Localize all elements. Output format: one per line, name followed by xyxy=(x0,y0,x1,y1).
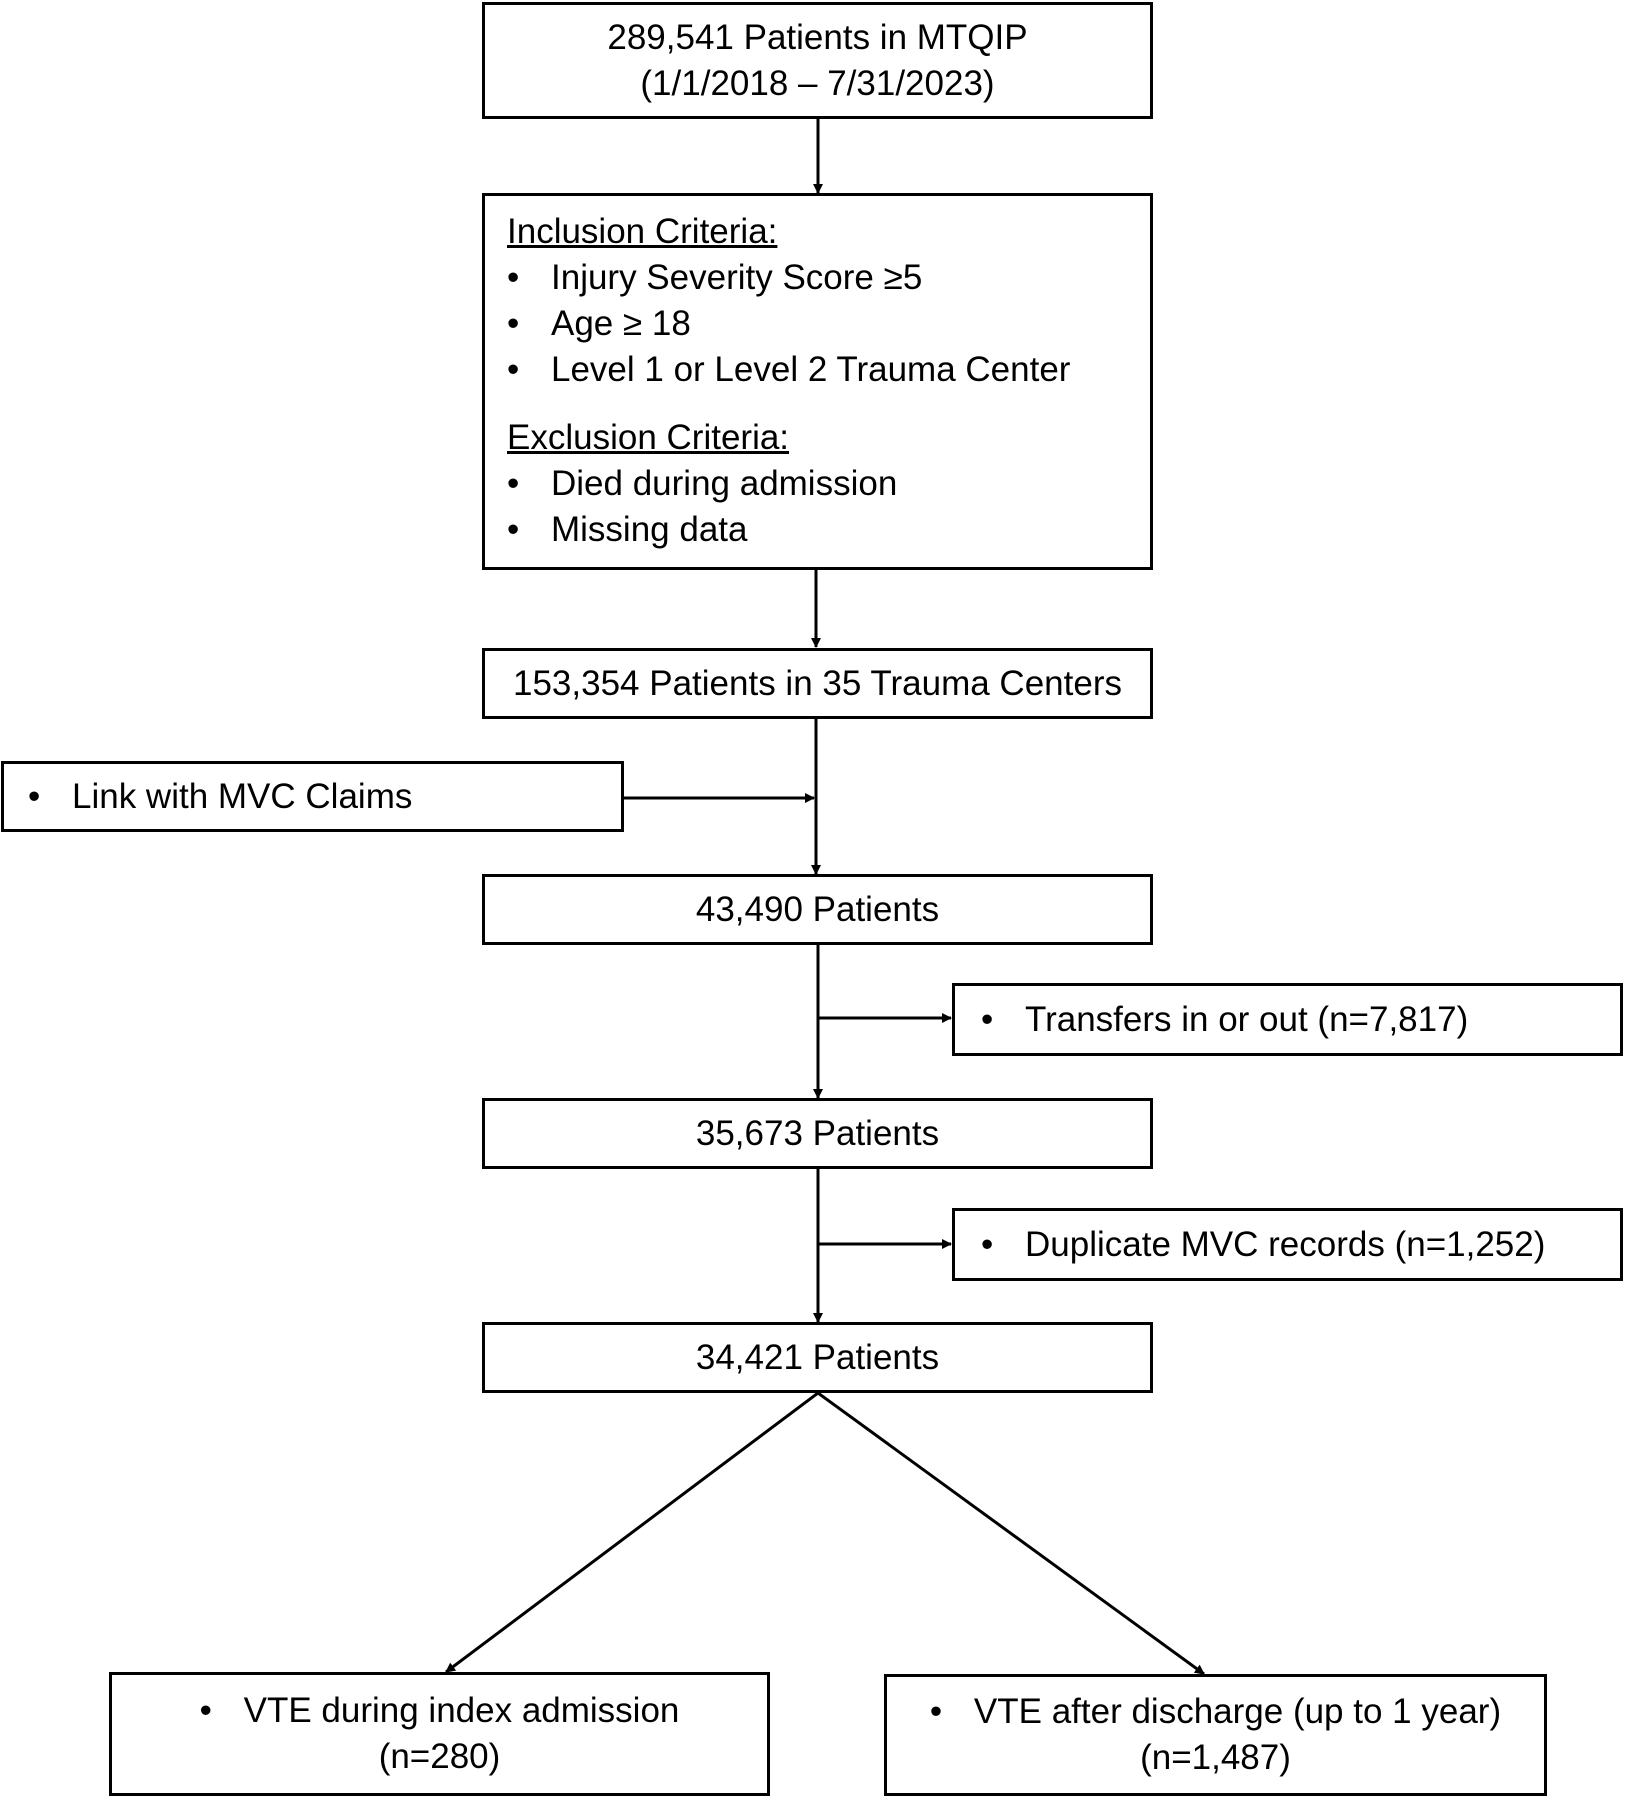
vte-index-label: VTE during index admission xyxy=(200,1688,680,1734)
criteria-box: Inclusion Criteria: Injury Severity Scor… xyxy=(482,193,1153,570)
after-transfers-count: 35,673 Patients xyxy=(695,1113,940,1153)
link-box: Link with MVC Claims xyxy=(1,761,624,832)
start-date-range: (1/1/2018 – 7/31/2023) xyxy=(640,63,995,103)
exclusion-item: Missing data xyxy=(507,507,1130,553)
exclusion-heading: Exclusion Criteria: xyxy=(507,418,790,457)
arrow-final-to-vte-after xyxy=(817,1391,1205,1676)
linked-box: 43,490 Patients xyxy=(482,874,1153,945)
vte-after-label: VTE after discharge (up to 1 year) xyxy=(930,1689,1501,1735)
exclusion-list: Died during admission Missing data xyxy=(507,461,1130,553)
link-step: Link with MVC Claims xyxy=(28,774,412,820)
final-box: 34,421 Patients xyxy=(482,1322,1153,1393)
transfers-box: Transfers in or out (n=7,817) xyxy=(952,983,1623,1056)
inclusion-item: Injury Severity Score ≥5 xyxy=(507,255,1130,301)
inclusion-heading: Inclusion Criteria: xyxy=(507,212,778,251)
start-count: 289,541 Patients in MTQIP xyxy=(607,17,1028,57)
start-box: 289,541 Patients in MTQIP (1/1/2018 – 7/… xyxy=(482,2,1153,119)
transfers-excluded: Transfers in or out (n=7,817) xyxy=(981,997,1468,1043)
arrow-final-to-vte-index xyxy=(445,1391,819,1674)
vte-after-box: VTE after discharge (up to 1 year) (n=1,… xyxy=(884,1674,1547,1796)
vte-after-count: (n=1,487) xyxy=(1140,1738,1291,1777)
inclusion-item: Level 1 or Level 2 Trauma Center xyxy=(507,347,1130,393)
vte-index-box: VTE during index admission (n=280) xyxy=(109,1672,770,1796)
duplicates-excluded: Duplicate MVC records (n=1,252) xyxy=(981,1222,1545,1268)
final-count: 34,421 Patients xyxy=(695,1337,940,1377)
vte-index-count: (n=280) xyxy=(378,1737,501,1776)
exclusion-item: Died during admission xyxy=(507,461,1130,507)
centers-box: 153,354 Patients in 35 Trauma Centers xyxy=(482,648,1153,719)
inclusion-item: Age ≥ 18 xyxy=(507,301,1130,347)
duplicates-box: Duplicate MVC records (n=1,252) xyxy=(952,1208,1623,1281)
linked-count: 43,490 Patients xyxy=(695,889,940,929)
centers-count: 153,354 Patients in 35 Trauma Centers xyxy=(513,663,1122,703)
after-transfers-box: 35,673 Patients xyxy=(482,1098,1153,1169)
inclusion-list: Injury Severity Score ≥5 Age ≥ 18 Level … xyxy=(507,255,1130,393)
